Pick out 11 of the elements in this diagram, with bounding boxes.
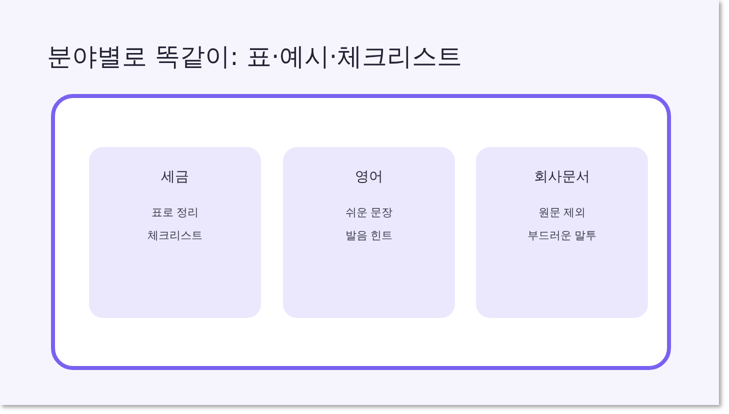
card-heading: 영어 (355, 168, 383, 187)
card-heading: 세금 (161, 168, 189, 187)
card-text: 발음 힌트 (345, 228, 393, 244)
card-heading: 회사문서 (534, 168, 590, 187)
card-text: 표로 정리 (151, 205, 199, 221)
card-text: 원문 제외 (538, 205, 586, 221)
card-text: 부드러운 말투 (527, 228, 597, 244)
title: 분야별로 똑같이: 표·예시·체크리스트 (47, 42, 462, 72)
card-text: 체크리스트 (148, 228, 202, 244)
card-text: 쉬운 문장 (345, 205, 393, 221)
frame-box (51, 94, 671, 370)
